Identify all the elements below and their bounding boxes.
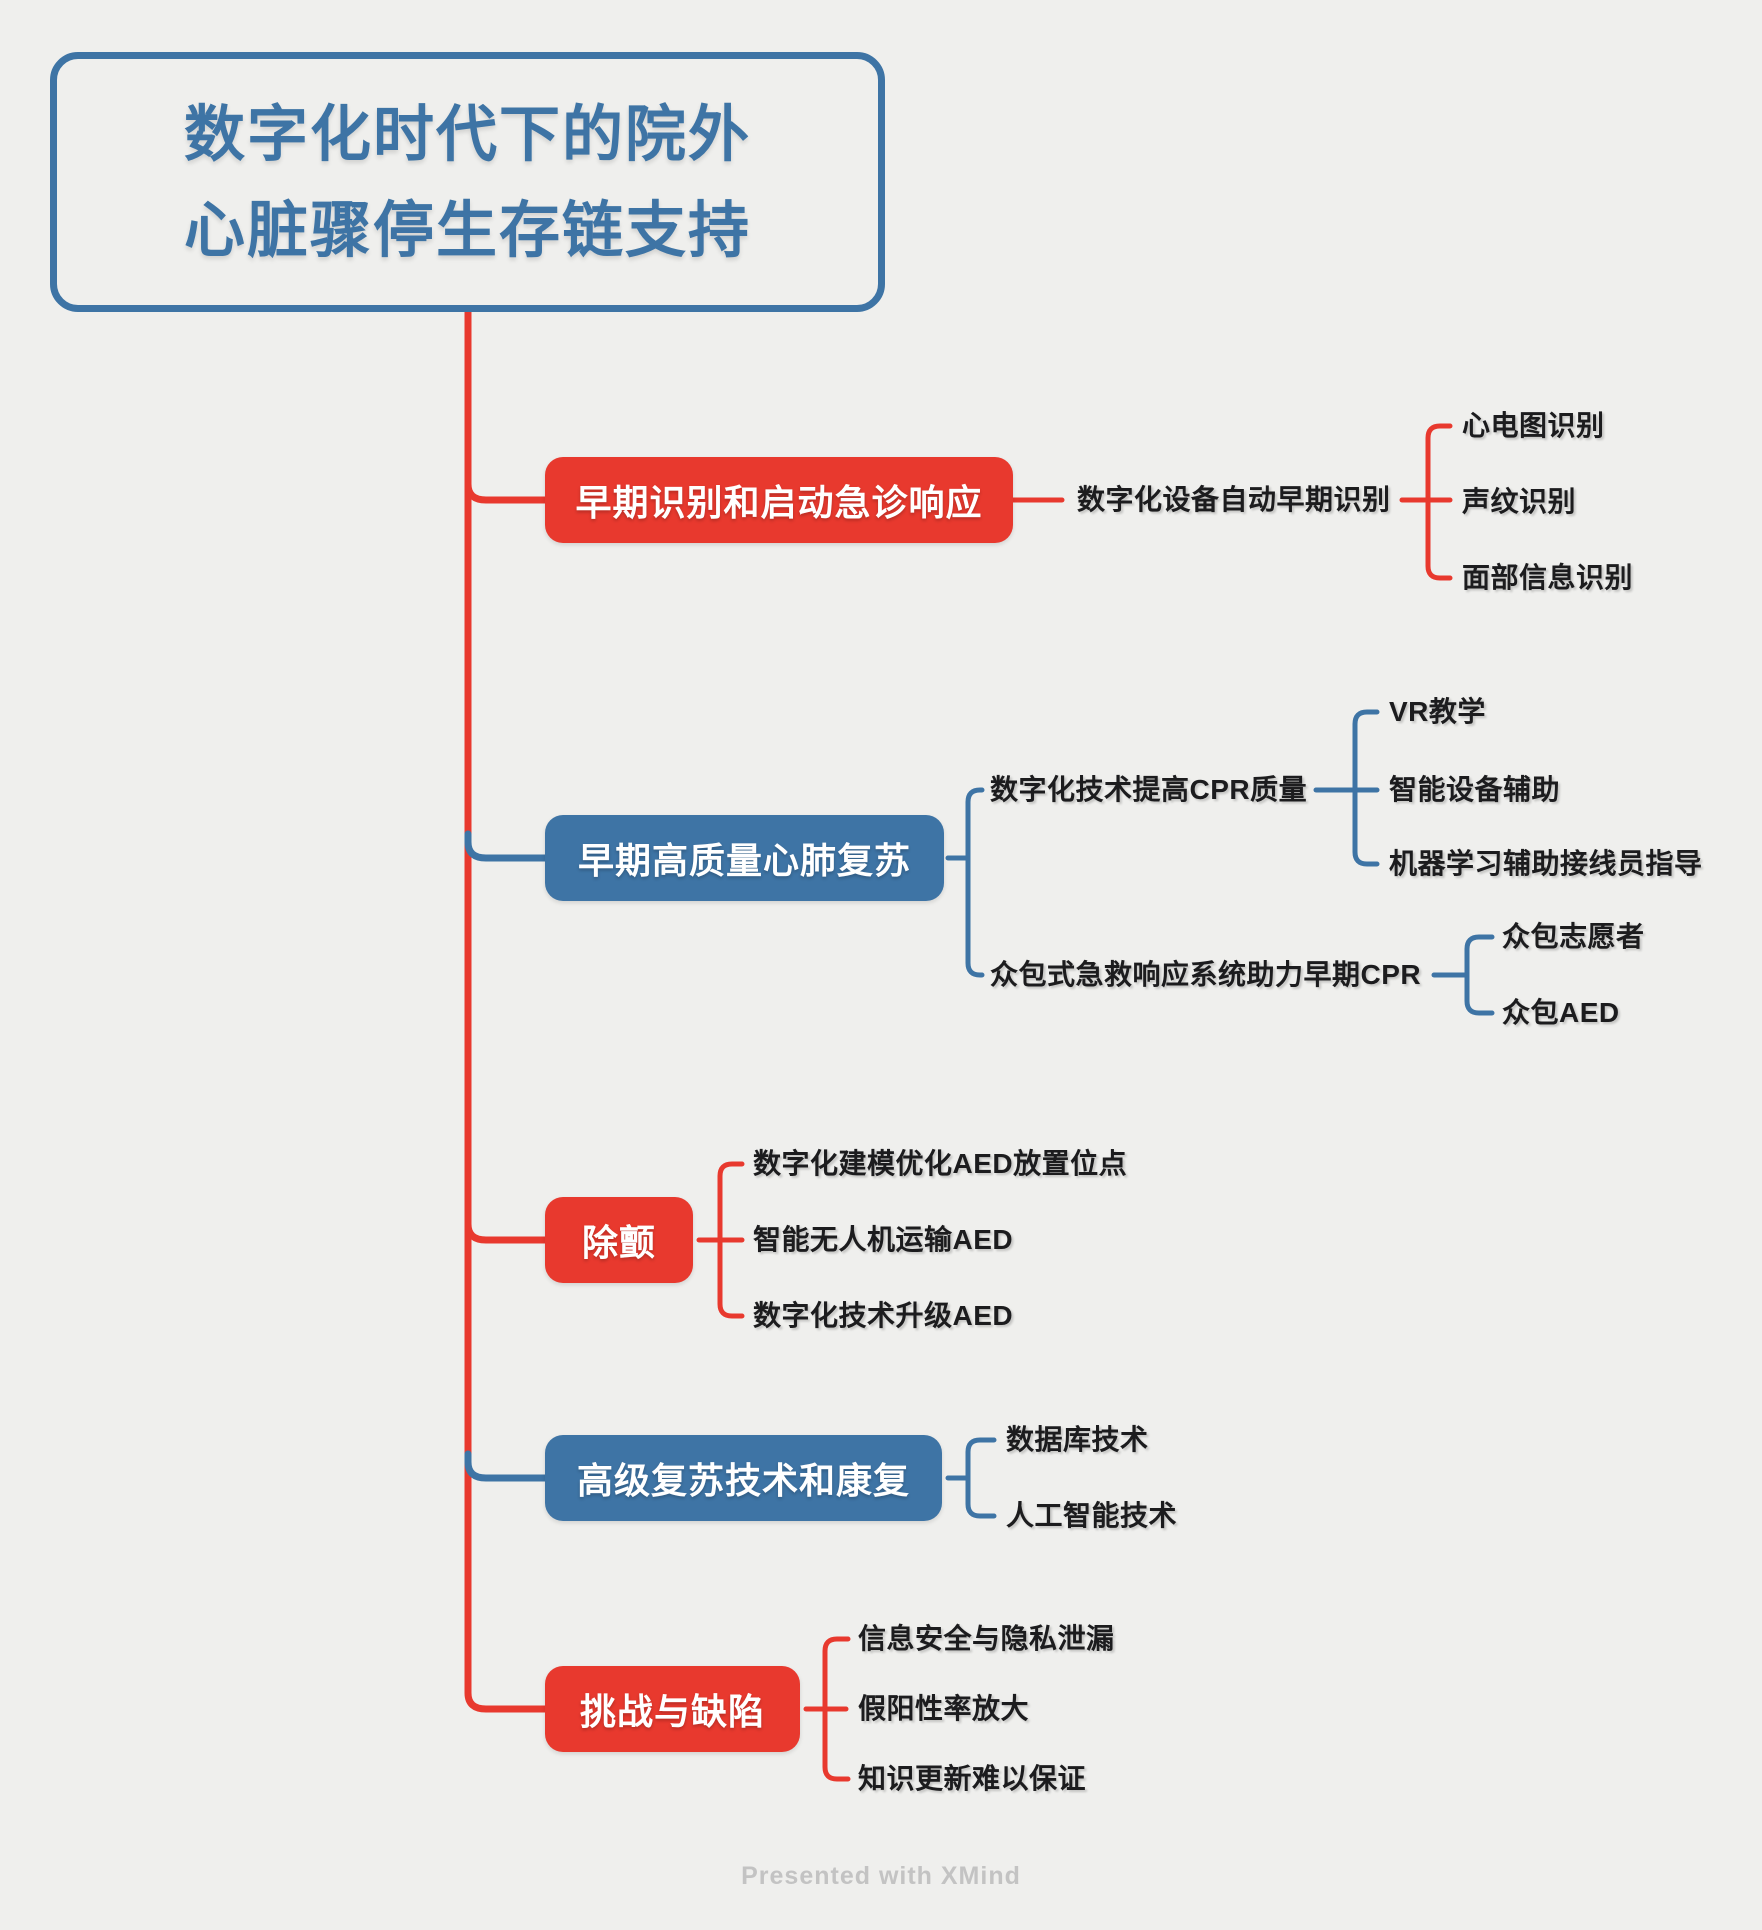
leaf-ml-dispatcher-guidance[interactable]: 机器学习辅助接线员指导 [1389,848,1703,879]
leaf-digital-aed-upgrade[interactable]: 数字化技术升级AED [753,1300,1014,1331]
branch2-fork [965,787,985,978]
branch1-fork [1425,423,1453,581]
leaf-crowdsourced-volunteers[interactable]: 众包志愿者 [1502,921,1645,952]
leaf-ecg-recognition[interactable]: 心电图识别 [1462,410,1605,441]
branch-early-quality-cpr[interactable]: 早期高质量心肺复苏 [545,815,944,901]
branch3-elbow [464,1212,557,1244]
leaf-false-positive-amplification[interactable]: 假阳性率放大 [858,1693,1030,1724]
child-auto-early-detection[interactable]: 数字化设备自动早期识别 [1077,484,1391,515]
leaf-crowdsourced-aed[interactable]: 众包AED [1502,997,1620,1028]
leaf-facial-info-recognition[interactable]: 面部信息识别 [1462,562,1634,593]
branch2b-fork [1464,934,1495,1016]
child-crowdsourced-response[interactable]: 众包式急救响应系统助力早期CPR [990,959,1422,990]
branch-defibrillation[interactable]: 除颤 [545,1197,693,1283]
leaf-aed-placement-modeling[interactable]: 数字化建模优化AED放置位点 [753,1148,1128,1179]
root-topic[interactable]: 数字化时代下的院外 心脏骤停生存链支持 [50,52,885,312]
leaf-drone-aed-delivery[interactable]: 智能无人机运输AED [753,1224,1014,1255]
branch-challenges[interactable]: 挑战与缺陷 [545,1666,800,1752]
child-digital-cpr-quality[interactable]: 数字化技术提高CPR质量 [990,774,1308,805]
leaf-vr-teaching[interactable]: VR教学 [1389,696,1486,727]
branch2-elbow [464,830,557,862]
branch1-elbow [464,472,557,504]
branch5-elbow [464,1681,557,1713]
leaf-database-tech[interactable]: 数据库技术 [1006,1424,1149,1455]
branch-advanced-resuscitation-recovery[interactable]: 高级复苏技术和康复 [545,1435,942,1521]
branch4-elbow [464,1450,557,1482]
root-title-line1: 数字化时代下的院外 [183,100,751,168]
branch2a-fork [1352,709,1380,867]
branch-early-recognition[interactable]: 早期识别和启动急诊响应 [545,457,1013,543]
leaf-smart-device-assist[interactable]: 智能设备辅助 [1389,774,1561,805]
branch5-fork [822,1636,851,1782]
root-title-line2: 心脏骤停生存链支持 [183,196,751,264]
leaf-ai-tech[interactable]: 人工智能技术 [1006,1500,1178,1531]
leaf-privacy-leakage[interactable]: 信息安全与隐私泄漏 [858,1623,1115,1654]
leaf-voiceprint-recognition[interactable]: 声纹识别 [1462,486,1577,517]
branch3-fork [717,1161,745,1319]
xmind-watermark: Presented with XMind [741,1862,1021,1890]
branch4-fork [965,1437,997,1519]
leaf-knowledge-update[interactable]: 知识更新难以保证 [858,1763,1087,1794]
